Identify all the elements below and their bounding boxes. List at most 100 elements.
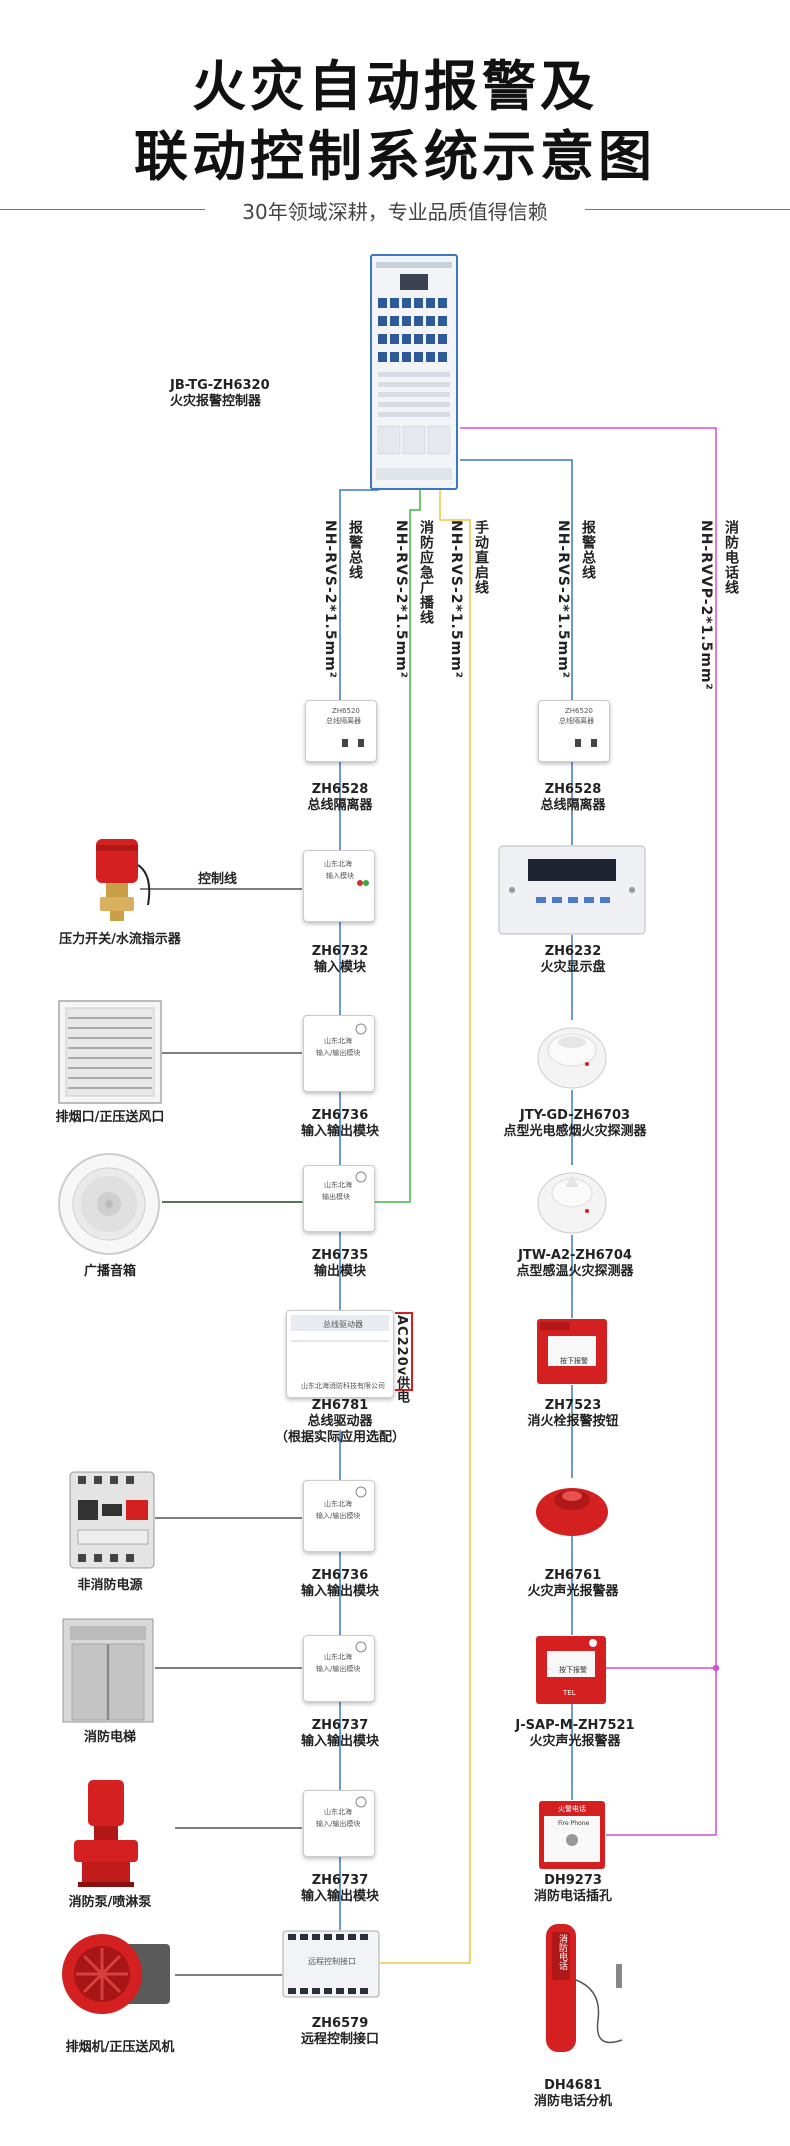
right-name-7: 火灾声光报警器 bbox=[529, 1734, 621, 1749]
controller-model: JB-TG-ZH6320 bbox=[170, 378, 270, 393]
control-line-label: 控制线 bbox=[198, 872, 238, 887]
input-module: 山东北海 输入模块 bbox=[303, 850, 375, 922]
center-name-2: 输入模块 bbox=[313, 960, 366, 975]
remote-text: 远程控制接口 bbox=[308, 1957, 356, 1966]
right-model-3: JTY-GD-ZH6703 bbox=[519, 1108, 631, 1123]
press-text: 按下报警 bbox=[560, 1357, 588, 1365]
io-module-4: 山东北海 输入/输出模块 bbox=[303, 1790, 375, 1857]
right-label-8: DH9273 消防电话插孔 bbox=[493, 1873, 653, 1905]
center-model-3: ZH6736 bbox=[311, 1108, 369, 1123]
company-text: 山东北海消防科技有限公司 bbox=[301, 1382, 385, 1390]
breaker-device bbox=[68, 1470, 156, 1570]
subtitle-rule-left bbox=[0, 209, 205, 210]
left-label-2: 排烟口/正压送风口 bbox=[55, 1110, 165, 1125]
brand-text: 山东北海 bbox=[324, 1653, 352, 1661]
phone-cn-text: 火警电话 bbox=[558, 1805, 586, 1813]
page-title-line2: 联动控制系统示意图 bbox=[134, 125, 656, 188]
page-title-line1: 火灾自动报警及 bbox=[192, 55, 598, 118]
right-model-9: DH4681 bbox=[544, 2078, 602, 2093]
manual-line bbox=[380, 470, 471, 1964]
fire-display-panel bbox=[498, 845, 646, 935]
elevator-device bbox=[62, 1618, 154, 1723]
handset-text: 消防电话 bbox=[557, 1934, 567, 1970]
cable-bus-left-name: 报警总线 bbox=[347, 520, 363, 580]
center-name-4: 输出模块 bbox=[313, 1264, 366, 1279]
center-label-5: ZH6781 总线驱动器 （根据实际应用选配） bbox=[240, 1398, 440, 1446]
center-name-1: 总线隔离器 bbox=[307, 798, 373, 813]
remote-control-interface: 远程控制接口 bbox=[282, 1930, 380, 1998]
cable-bus-right-name: 报警总线 bbox=[580, 520, 596, 580]
center-model-7: ZH6737 bbox=[311, 1718, 369, 1733]
center-note-5: （根据实际应用选配） bbox=[274, 1430, 405, 1445]
smoke-detector bbox=[535, 1020, 609, 1090]
isolator-subtext: 总线隔离器 bbox=[559, 717, 594, 725]
right-model-8: DH9273 bbox=[544, 1873, 602, 1888]
right-name-9: 消防电话分机 bbox=[533, 2094, 612, 2109]
cable-bus-right-spec: NH-RVS-2*1.5mm² bbox=[555, 520, 571, 679]
center-model-4: ZH6735 bbox=[311, 1248, 369, 1263]
right-name-5: 消火栓报警按钮 bbox=[527, 1414, 619, 1429]
hydrant-alarm-button: 按下报警 bbox=[536, 1318, 608, 1385]
center-label-1: ZH6528 总线隔离器 bbox=[260, 782, 420, 814]
right-name-6: 火灾声光报警器 bbox=[527, 1584, 619, 1599]
right-name-8: 消防电话插孔 bbox=[533, 1889, 612, 1904]
left-label-6: 消防泵/喷淋泵 bbox=[68, 1895, 152, 1910]
center-model-8: ZH6737 bbox=[311, 1873, 369, 1888]
driver-text: 总线驱动器 bbox=[323, 1320, 363, 1329]
io-module-text: 输入/输出模块 bbox=[316, 1820, 361, 1828]
right-label-4: JTW-A2-ZH6704 点型感温火灾探测器 bbox=[470, 1248, 680, 1280]
smoke-vent-device bbox=[58, 1000, 162, 1104]
bus-driver: 总线驱动器 山东北海消防科技有限公司 bbox=[286, 1310, 394, 1398]
center-model-5: ZH6781 bbox=[311, 1398, 369, 1413]
isolator-text: ZH6520 bbox=[565, 707, 593, 715]
right-label-5: ZH7523 消火栓报警按钮 bbox=[493, 1398, 653, 1430]
right-label-6: ZH6761 火灾声光报警器 bbox=[493, 1568, 653, 1600]
io-module-3: 山东北海 输入/输出模块 bbox=[303, 1635, 375, 1702]
subtitle-rule-right bbox=[585, 209, 790, 210]
io-module-text: 输入/输出模块 bbox=[316, 1512, 361, 1520]
center-label-7: ZH6737 输入输出模块 bbox=[260, 1718, 420, 1750]
right-model-4: JTW-A2-ZH6704 bbox=[518, 1248, 632, 1263]
left-label-4: 非消防电源 bbox=[77, 1578, 143, 1593]
cable-broadcast-name: 消防应急广播线 bbox=[418, 520, 434, 625]
bus-isolator-center: ZH6520 总线隔离器 bbox=[305, 700, 377, 762]
center-model-2: ZH6732 bbox=[311, 944, 369, 959]
ac-power-bracket bbox=[395, 1312, 413, 1391]
right-label-7: J-SAP-M-ZH7521 火灾声光报警器 bbox=[470, 1718, 680, 1750]
phone-line bbox=[460, 427, 720, 1836]
right-model-6: ZH6761 bbox=[544, 1568, 602, 1583]
manual-alarm-phone-button: 按下报警 TEL bbox=[535, 1635, 607, 1705]
controller-label: JB-TG-ZH6320 火灾报警控制器 bbox=[170, 378, 350, 410]
pressure-switch-device bbox=[78, 835, 158, 930]
center-label-6: ZH6736 输入输出模块 bbox=[260, 1568, 420, 1600]
center-model-6: ZH6736 bbox=[311, 1568, 369, 1583]
tel-text: TEL bbox=[563, 1689, 576, 1697]
center-name-8: 输入输出模块 bbox=[300, 1889, 379, 1904]
fire-pump-device bbox=[70, 1778, 142, 1888]
right-model-7: J-SAP-M-ZH7521 bbox=[515, 1718, 635, 1733]
center-name-7: 输入输出模块 bbox=[300, 1734, 379, 1749]
cable-phone-name: 消防电话线 bbox=[723, 520, 739, 595]
output-module-text: 输出模块 bbox=[322, 1193, 350, 1201]
isolator-subtext: 总线隔离器 bbox=[326, 717, 361, 725]
device-wires bbox=[140, 888, 302, 1976]
center-name-5: 总线驱动器 bbox=[307, 1414, 373, 1429]
press-text: 按下报警 bbox=[559, 1666, 587, 1674]
right-label-2: ZH6232 火灾显示盘 bbox=[493, 944, 653, 976]
controller-name: 火灾报警控制器 bbox=[170, 394, 262, 409]
fire-phone-jack: 火警电话 Fire Phone bbox=[538, 1800, 606, 1870]
cable-bus-left-spec: NH-RVS-2*1.5mm² bbox=[322, 520, 338, 679]
center-name-6: 输入输出模块 bbox=[300, 1584, 379, 1599]
brand-text: 山东北海 bbox=[324, 860, 352, 868]
right-model-2: ZH6232 bbox=[544, 944, 602, 959]
left-label-1: 压力开关/水流指示器 bbox=[59, 932, 181, 947]
right-name-2: 火灾显示盘 bbox=[540, 960, 606, 975]
bus-isolator-right: ZH6520 总线隔离器 bbox=[538, 700, 610, 762]
heat-detector bbox=[535, 1165, 609, 1235]
center-label-9: ZH6579 远程控制接口 bbox=[260, 2016, 420, 2048]
center-name-3: 输入输出模块 bbox=[300, 1124, 379, 1139]
io-module-2: 山东北海 输入/输出模块 bbox=[303, 1480, 375, 1552]
subtitle-bar: 30年领域深耕，专业品质值得信赖 bbox=[0, 196, 790, 224]
center-model-9: ZH6579 bbox=[311, 2016, 369, 2031]
